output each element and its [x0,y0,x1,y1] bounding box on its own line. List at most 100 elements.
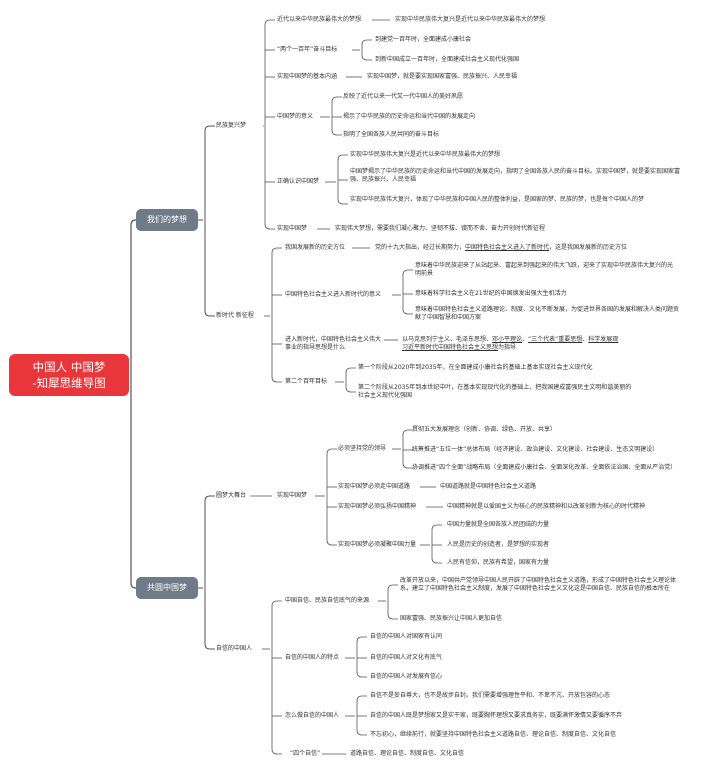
root-subtitle: -知犀思维导图 [32,376,106,390]
topic-platform[interactable]: 圆梦大舞台 [216,492,247,499]
root-title: 中国人 中国梦 [32,360,106,374]
confident-c1[interactable]: 中国自信、民族自信底气的来源 [285,597,370,604]
highlight-text: 中国特色社会主义进入了新时代 [465,244,550,251]
confident-c4-detail: 道路自信、理论自信、制度自信、文化自信 [350,750,465,757]
rejuv-item-2-detail-a: 到建党一百年时，全面建成小康社会 [375,36,472,43]
topic-rejuvenation[interactable]: 民族复兴梦 [216,122,247,129]
rejuv-item-4-detail-a: 反映了近代以来一代又一代中国人的美好夙愿 [343,93,464,100]
build-r1-detail-c: 协调推进“四个全面”战略布局（全面建成小康社会、全面深化改革、全面依法治国、全面… [412,464,677,471]
connector-line [331,129,342,136]
confident-c3[interactable]: 怎么做自信的中国人 [285,712,340,719]
confident-c2[interactable]: 自信的中国人的特点 [285,654,340,661]
branch-build-dream[interactable]: 共圆中国梦 [136,577,198,599]
confident-c2-detail-a: 自信的中国人对国家有认同 [370,633,443,640]
rejuv-item-5-detail-a: 实现中华民族伟大复兴是近代以来中华民族最伟大的梦想 [350,151,501,158]
newera-item-4[interactable]: 第二个百年目标 [285,378,328,385]
rejuv-item-1-detail: 实现中华民族伟大复兴是近代以来中华民族最伟大的梦想 [395,16,546,23]
rejuv-item-6-detail: 实现伟大梦想，需要我们凝心聚力、坚韧不拔、锲而不舍、奋力开创时代新征程 [335,225,546,232]
build-r4-detail-b: 人民是历史的创造者，是梦想的实现者 [447,541,550,548]
confident-c3-detail-a: 自信不是妄自尊大，也不是故步自封。我们需要增强理性平和、不卑不亢、开放包容的心态 [370,692,611,699]
confident-c1-detail-b: 国家富强、民族振兴让中国人更加自信 [400,615,503,622]
rejuv-item-4[interactable]: 中国梦的意义 [277,113,314,120]
text-run: 、 [522,336,529,343]
connector-line [264,19,275,26]
connector-line [271,748,282,755]
branch-our-dream[interactable]: 我们的梦想 [136,209,198,231]
build-r2[interactable]: 实现中国梦必须走中国道路 [338,483,411,490]
connector-line [356,671,367,678]
connector-line [130,582,141,589]
build-r4-detail-c: 人民有信仰，民族有希望，国家有力量 [447,559,550,566]
connector-line [402,269,413,276]
rejuv-item-6[interactable]: 实现中国梦 [277,225,308,232]
confident-c2-detail-c: 自信的中国人对发展有信心 [370,673,443,680]
connector-line [431,524,442,531]
connector-line [387,584,398,591]
newera-item-1-label: 我国发展新的历史方位 [285,244,346,251]
newera-item-2-detail-c: 意味着中国特色社会主义道路理论、制度、文化不断发展，为促进世界各国的发展和解决人… [415,306,680,321]
connector-line [130,219,141,226]
connector-line [402,462,413,469]
connector-line [361,54,372,61]
confident-c4[interactable]: “四个自信” [290,750,321,757]
connector-line [204,495,215,502]
connector-line [331,96,342,103]
connector-line [356,695,367,702]
confident-c3-detail-b: 自信的中国人既是梦想家又是实干家，既要胸怀理想又要求真务实，既要满怀激情又要循序… [370,712,623,719]
newera-item-2-detail-b: 意味着科学社会主义在21世纪的中国焕发出强大生机活力 [415,290,567,297]
rejuv-item-2[interactable]: “两个一百年”奋斗目标 [277,46,338,53]
connector-line [345,367,356,374]
rejuv-item-1[interactable]: 近代以来中华民族最伟大的梦想 [277,16,362,23]
root-topic[interactable]: 中国人 中国梦 -知犀思维导图 [9,354,129,396]
confident-c3-detail-c: 不忘初心，继续前行，就要坚持中国特色社会主义道路自信、理论自信、制度自信、文化自… [370,731,617,738]
rejuv-item-3[interactable]: 实现中国梦的基本内涵 [277,73,338,80]
build-r3-detail: 中国精神就是以爱国主义为核心的民族精神和以改革创新为核心的时代精神 [447,503,646,510]
confident-c1-detail-a: 改革开放以来，中国共产党领导中国人民开辟了中国特色社会主义道路，形成了中国特色社… [400,577,677,592]
connector-line [264,223,275,230]
connector-line [204,643,215,650]
newera-item-2-detail-a: 意味着中华民族迎来了从站起来、富起来到强起来的伟大飞跃，迎来了实现中华民族伟大复… [415,262,674,277]
build-r1-detail-a: 贯彻五大发展理念（创新、协调、绿色、开放、共享） [412,426,557,433]
newera-item-1[interactable]: 我国发展新的历史方位 [285,244,345,252]
rejuv-item-5-detail-b: 中国梦揭示了中华民族的历史命运和当代中国的发展走向，指明了全国各族人民的奋斗目标… [350,168,681,183]
confident-c2-detail-b: 自信的中国人对文化有底气 [370,654,443,661]
build-r4[interactable]: 实现中国梦必须凝聚中国力量 [338,541,417,548]
newera-item-4-detail-b: 第二个阶段从2035年到本世纪中叶，在基本实现现代化的基础上，把我国建成富强民主… [358,384,632,399]
connector-line [345,386,356,393]
connector-line [337,154,348,161]
newera-item-2[interactable]: 中国特色社会主义进入新时代的意义 [285,291,382,298]
connector-line [402,429,413,436]
connector-line [361,39,372,46]
connector-line [271,247,282,254]
connector-line [271,600,282,607]
rejuv-item-4-detail-c: 指明了全国各族人民共同的奋斗目标 [343,131,440,138]
connector-line [326,539,337,546]
text-run: 为指导 [498,344,517,351]
rejuv-item-3-detail: 实现中国梦，就是要实现国家富强、民族振兴、人民幸福 [367,73,518,80]
build-r3[interactable]: 实现中国梦必须弘扬中国精神 [338,503,417,510]
highlight-text: 邓小平理论 [492,336,523,343]
newera-item-3-detail: 以马克思列宁主义、毛泽东思想、邓小平理论、“三个代表”重要思想、科学发展观习近平… [402,336,618,352]
build-r2-detail: 中国道路就是中国特色社会主义道路 [440,483,537,490]
build-r4-detail-a: 中国力量就是全国各族人民团结的力量 [447,521,550,528]
connector-line [356,729,367,736]
connector-line [326,448,337,455]
highlight-text: 科学发展观 [588,336,619,343]
connector-line [337,198,348,205]
connector-line [431,557,442,564]
connector-line [204,125,215,132]
highlight-text: “三个代表”重要思想 [528,336,583,343]
connector-line [402,308,413,315]
build-realize[interactable]: 实现中国梦 [277,492,308,499]
rejuv-item-5[interactable]: 正确认识中国梦 [277,178,320,185]
text-run: 党的十九大指出，经过长期努力， [375,244,466,251]
newera-item-3[interactable]: 进入新时代，中国特色社会主义伟大事业的指导思想是什么 [285,336,382,351]
topic-confident[interactable]: 自信的中国人 [216,645,253,652]
rejuv-item-4-detail-b: 揭示了中华民族的历史命运和当代中国的发展走向 [343,113,476,120]
connector-line [271,376,282,383]
newera-item-1-detail: 党的十九大指出，经过长期努力，中国特色社会主义进入了新时代，这是我国发展新的历史… [375,244,627,252]
build-r1-detail-b: 统筹推进“五位一体”总体布局（经济建设、政治建设、文化建设、社会建设、生态文明建… [412,446,659,453]
topic-new-era[interactable]: 新时代 新征程 [216,312,254,319]
build-r1[interactable]: 必须坚持党的领导 [338,445,387,452]
